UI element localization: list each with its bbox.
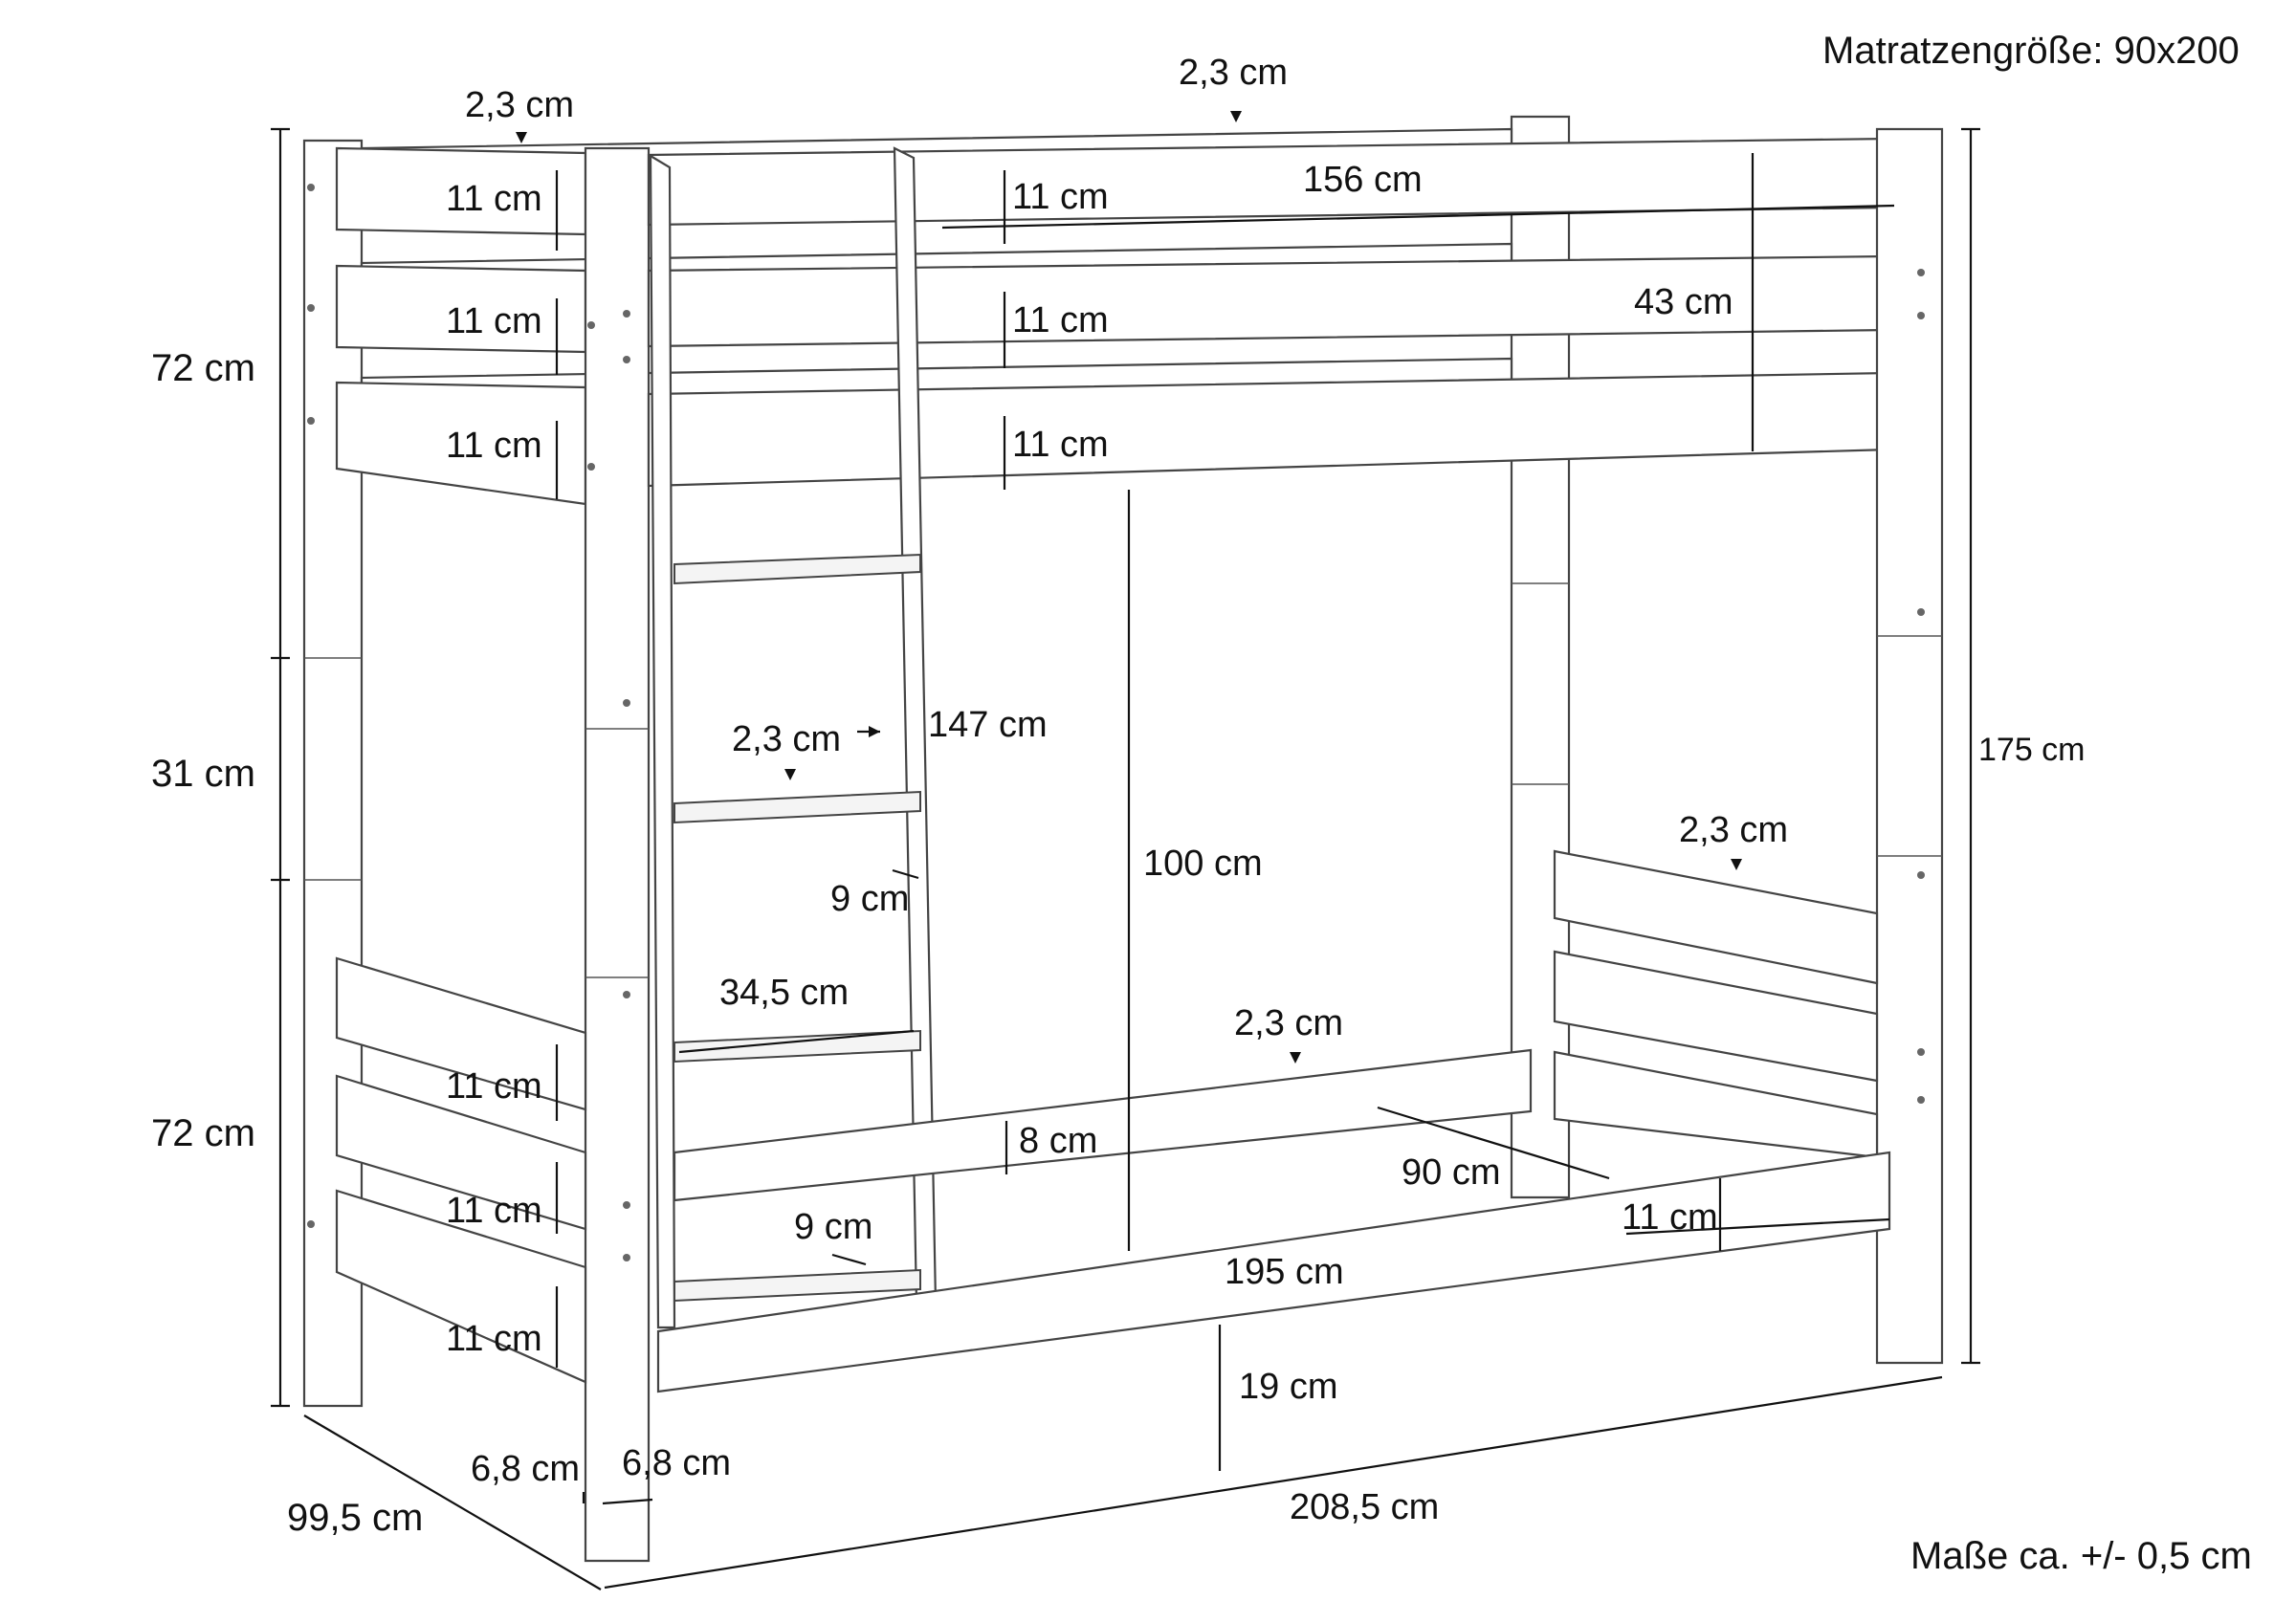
lower-back-rail: [673, 1048, 1533, 1202]
upper-front-rail-1: [647, 137, 1891, 227]
dim-rail-height: 43 cm: [1634, 282, 1733, 322]
dim-ladder-rung-thickness: 2,3 cm: [732, 719, 841, 759]
dim-top-post-thickness: 2,3 cm: [465, 85, 574, 125]
post-front-left: [584, 146, 651, 1563]
ladder-rung-1: [673, 553, 921, 585]
arrow-marks: [516, 111, 1742, 1064]
bed-frame: [302, 115, 1944, 1563]
lower-left-slat-3: [335, 1189, 587, 1384]
dim-total-length: 208,5 cm: [1290, 1487, 1439, 1527]
lower-right-slat-2: [1553, 950, 1879, 1083]
dim-lower-rail-height: 8 cm: [1019, 1121, 1097, 1161]
dim-total-depth: 99,5 cm: [287, 1497, 423, 1539]
lower-right-slat-1: [1553, 849, 1879, 985]
tolerance-label: Maße ca. +/- 0,5 cm: [1910, 1535, 2252, 1577]
ladder-rung-3: [673, 1029, 921, 1064]
dim-total-height: 175 cm: [1978, 732, 2086, 768]
ladder-rung-2: [673, 790, 921, 824]
dim-lower-section-height: 72 cm: [151, 1112, 255, 1154]
ladder-left-rail: [649, 154, 676, 1329]
dim-front-rail-height: 11 cm: [1622, 1197, 1718, 1238]
lower-left-slat-2: [335, 1074, 587, 1231]
dim-top-left-slat-3: 11 cm: [446, 426, 542, 466]
lower-left-slat-1: [335, 956, 587, 1111]
ladder-rung-4: [673, 1268, 921, 1303]
dim-inner-length: 195 cm: [1225, 1252, 1344, 1292]
dim-rung-width: 34,5 cm: [719, 973, 849, 1013]
upper-front-rail-3: [647, 371, 1891, 488]
dim-bottom-left-slat-2: 11 cm: [446, 1191, 542, 1231]
dim-post-width-a: 6,8 cm: [471, 1449, 580, 1489]
dim-rung-gap-upper: 9 cm: [830, 879, 909, 919]
dim-inner-width: 90 cm: [1402, 1152, 1500, 1193]
dim-ladder-height: 147 cm: [928, 705, 1048, 745]
mattress-size-label: Matratzengröße: 90x200: [1822, 30, 2240, 72]
dim-bottom-left-slat-1: 11 cm: [446, 1066, 542, 1107]
dim-top-rail-thickness: 2,3 cm: [1179, 53, 1288, 93]
dim-floor-clearance: 19 cm: [1239, 1367, 1337, 1407]
dim-top-length: 156 cm: [1303, 160, 1423, 200]
labels: Matratzengröße: 90x200 Maße ca. +/- 0,5 …: [151, 30, 2252, 1577]
dim-top-front-slat-3: 11 cm: [1012, 425, 1109, 465]
lower-front-rail: [656, 1151, 1891, 1393]
dim-top-front-slat-2: 11 cm: [1012, 300, 1109, 340]
dim-post-width-b: 6,8 cm: [622, 1443, 731, 1483]
dim-upper-section-height: 72 cm: [151, 347, 255, 389]
dim-middle-section-height: 31 cm: [151, 753, 255, 795]
dim-back-rail-thickness: 2,3 cm: [1679, 810, 1788, 850]
dim-top-front-slat-1: 11 cm: [1012, 177, 1109, 217]
dim-rung-gap-lower: 9 cm: [794, 1207, 872, 1247]
dim-foot-rail-thickness: 2,3 cm: [1234, 1003, 1343, 1043]
dim-top-left-slat-2: 11 cm: [446, 301, 542, 341]
dim-clearance-height: 100 cm: [1143, 844, 1263, 884]
dim-top-left-slat-1: 11 cm: [446, 179, 542, 219]
dim-bottom-left-slat-3: 11 cm: [446, 1319, 542, 1359]
